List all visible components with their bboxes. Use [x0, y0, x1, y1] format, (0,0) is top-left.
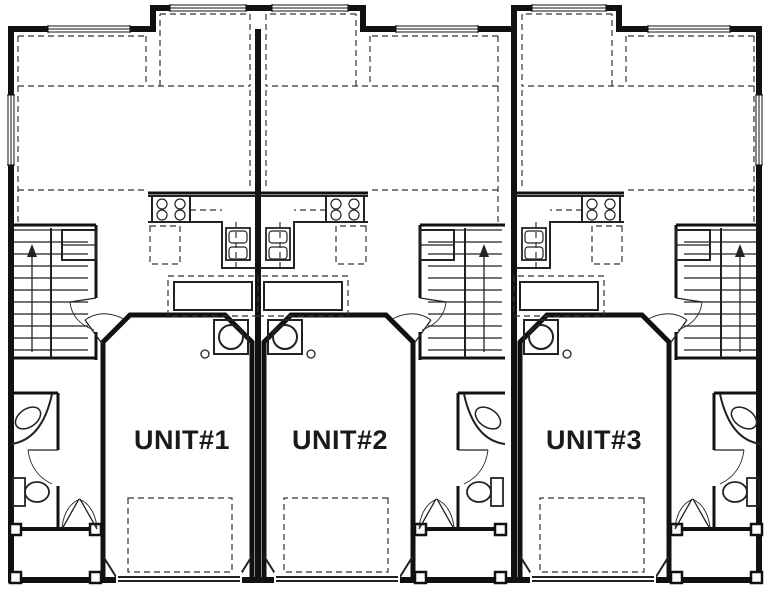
- kitchen: [148, 195, 259, 317]
- kitchen-sink-icon: [225, 227, 251, 261]
- party-walls: [255, 29, 517, 580]
- garage-man-door-swing-icon: [84, 313, 125, 346]
- staircase: [14, 228, 88, 358]
- exterior-walls: [8, 5, 762, 583]
- kitchen-island: [173, 281, 253, 311]
- unit-3-label: UNIT#3: [546, 425, 642, 455]
- unit-2-label: UNIT#2: [292, 425, 388, 455]
- porch-posts: [8, 522, 103, 585]
- bathroom-door-swing-icon: [27, 449, 58, 485]
- unit-3-interior: [514, 14, 762, 588]
- refrigerator-icon: [149, 225, 181, 265]
- stair-direction-arrow-icon: [27, 244, 37, 257]
- toilet-icon: [12, 477, 50, 507]
- bathroom: [10, 393, 58, 507]
- unit-2-interior: [258, 14, 506, 588]
- interior-walls: [11, 191, 256, 531]
- unit-1-label: UNIT#1: [134, 425, 230, 455]
- garage-door-header-dashed: [127, 497, 233, 573]
- water-heater-icon: [200, 319, 249, 359]
- stove-icon: [151, 195, 191, 223]
- bathroom-sink-icon: [14, 406, 42, 430]
- stove-burners-icon: [156, 198, 186, 221]
- ceiling-break-lines: [17, 13, 251, 573]
- closet: [61, 229, 97, 261]
- windows: [7, 4, 763, 166]
- entry-door-swing-icon: [61, 498, 98, 530]
- garage-door: [116, 572, 242, 588]
- unit-1-interior: [8, 13, 259, 588]
